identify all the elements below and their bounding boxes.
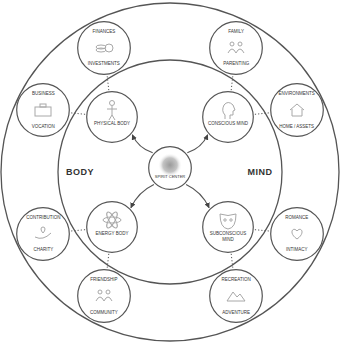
life-area-circle: CONTRIBUTION CHARITY: [16, 207, 70, 261]
area-subtitle: PARENTING: [223, 61, 249, 67]
aspect-title: SUBCONSCIOUS MIND: [208, 231, 248, 242]
area-title: FAMILY: [228, 29, 244, 35]
area-title: ROMANCE: [285, 215, 308, 221]
area-subtitle: HOME / ASSETS: [279, 124, 314, 130]
life-area-circle: RECREATION ADVENTURE: [209, 269, 263, 323]
aspect-title: ENERGY BODY: [92, 231, 132, 237]
life-area-circle: ENVIRONMENTS HOME / ASSETS: [270, 83, 324, 137]
aspect-circle: PHYSICAL BODY: [86, 91, 138, 143]
aspect-circle: SUBCONSCIOUS MIND: [202, 201, 254, 253]
circle-outline: [202, 201, 254, 253]
dotted-link: [231, 75, 233, 90]
arc-arrow: [132, 135, 152, 153]
circle-outline: [148, 146, 192, 190]
area-subtitle: VOCATION: [32, 124, 55, 130]
outer-ring: [1, 3, 339, 341]
icon: [292, 229, 302, 239]
inner-ring: [58, 60, 282, 284]
dotted-link: [71, 113, 85, 114]
icon: [103, 211, 121, 230]
center-title: SPIRIT CENTER: [155, 174, 185, 179]
arc-arrow: [187, 135, 207, 153]
icon: [228, 42, 244, 53]
dotted-link: [255, 230, 269, 231]
area-subtitle: INTIMACY: [286, 247, 308, 253]
aspect-circle: ENERGY BODY: [86, 201, 138, 253]
icon: [35, 227, 51, 238]
area-subtitle: INVESTMENTS: [88, 61, 120, 67]
icon: [35, 104, 51, 116]
circle-outline: [202, 91, 254, 143]
life-area-circle: BUSINESS VOCATION: [16, 83, 70, 137]
area-subtitle: CHARITY: [33, 247, 53, 253]
circle-outline: [86, 91, 138, 143]
icon: [107, 101, 117, 121]
area-title: BUSINESS: [32, 91, 55, 97]
life-area-circle: ROMANCE INTIMACY: [270, 207, 324, 261]
area-subtitle: ADVENTURE: [222, 310, 250, 316]
dotted-link: [107, 75, 109, 90]
area-title: RECREATION: [222, 277, 251, 283]
life-area-circle: FAMILY PARENTING: [209, 21, 263, 75]
life-area-circle: FRIENDSHIP COMMUNITY: [77, 269, 131, 323]
dotted-link: [255, 113, 269, 114]
icon: [96, 44, 113, 52]
aspect-title: PHYSICAL BODY: [92, 121, 132, 127]
area-title: ENVIRONMENTS: [279, 91, 315, 97]
life-area-circle: FINANCES INVESTMENTS: [77, 21, 131, 75]
area-subtitle: COMMUNITY: [90, 310, 118, 316]
area-title: FINANCES: [92, 29, 115, 35]
dotted-link: [107, 254, 109, 269]
area-title: FRIENDSHIP: [90, 277, 117, 283]
dotted-link: [231, 254, 233, 269]
section-label: MIND: [248, 167, 273, 178]
icon: [223, 103, 235, 120]
spirit-glow: [158, 153, 182, 177]
dotted-link: [71, 230, 85, 231]
icon: [227, 292, 245, 301]
circle-outline: [86, 201, 138, 253]
icon: [220, 214, 236, 229]
section-label: BODY: [66, 167, 94, 178]
aspect-circle: CONSCIOUS MIND: [202, 91, 254, 143]
aspect-title: CONSCIOUS MIND: [208, 121, 248, 127]
arc-arrow: [186, 184, 209, 207]
area-title: CONTRIBUTION: [26, 215, 60, 221]
icon: [290, 104, 304, 116]
center-circle: SPIRIT CENTER: [148, 146, 192, 190]
icon: [96, 290, 112, 301]
arc-arrow: [131, 184, 154, 207]
